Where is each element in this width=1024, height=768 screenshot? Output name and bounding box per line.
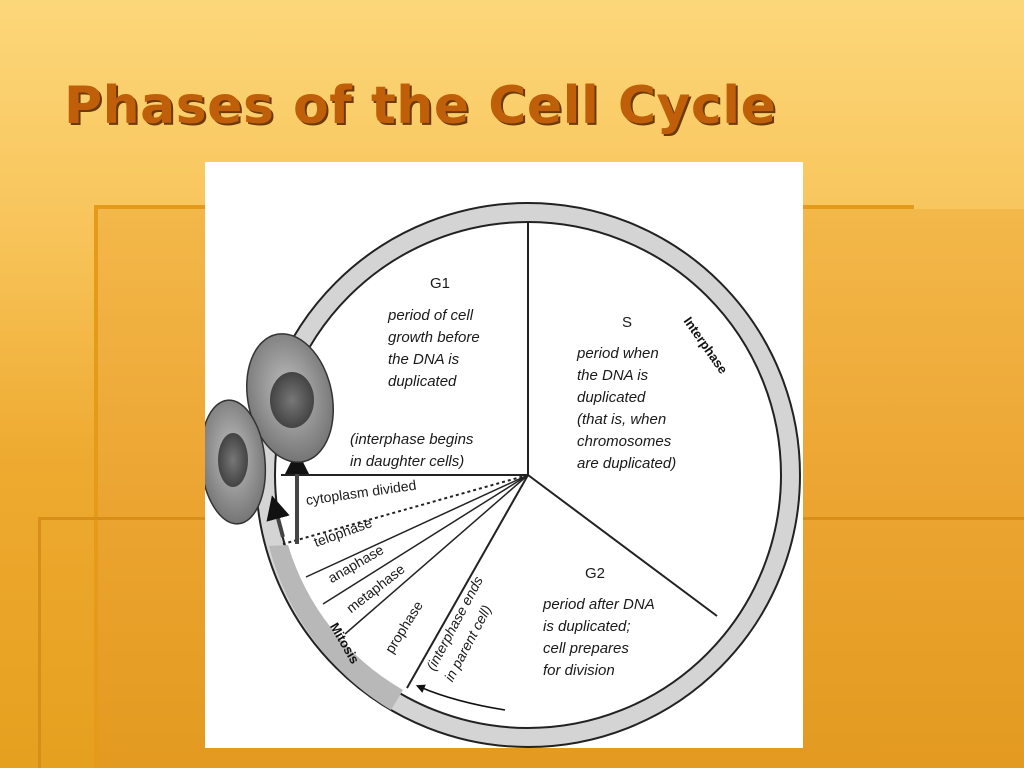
cycle-arrow [415,684,506,711]
divider-anaphase [322,474,529,605]
s-desc-2: the DNA is [577,367,649,384]
g1-note-1: (interphase begins [350,431,474,448]
s-desc-1: period when [577,345,659,362]
divider-g2-mitosis [406,474,529,689]
g2-desc-4: for division [543,662,615,679]
slide-title: Phases of the Cell Cycle [64,76,777,136]
cell-cycle-diagram [205,202,801,748]
g2-name: G2 [585,565,606,582]
s-desc-4: (that is, when [577,411,667,428]
divider-metaphase [344,474,529,635]
g1-desc-4: duplicated [388,373,457,390]
mitosis-band [269,545,403,710]
decor-line-lower-left [38,517,41,768]
g2-desc-2: is duplicated; [543,618,631,635]
divider-s-g2 [527,474,718,617]
s-desc-5: chromosomes [577,433,672,450]
g1-desc-1: period of cell [388,307,474,324]
daughter-arrow-2 [266,495,290,538]
s-name: S [622,314,633,331]
decor-line-left [94,205,98,768]
divider-telophase [305,474,529,578]
g2-desc-3: cell prepares [543,640,629,657]
daughter-cell-2 [205,399,267,525]
s-desc-3: duplicated [577,389,646,406]
g1-name: G1 [430,275,451,292]
g1-desc-2: growth before [388,329,480,346]
cell-cycle-figure: Interphase Mitosis G1 period of cell gro… [205,162,803,748]
g1-note-2: in daughter cells) [350,453,465,470]
g2-desc-1: period after DNA [543,596,655,613]
daughter-cell-1 [246,333,334,463]
divider-cytoplasm [282,474,529,545]
g1-desc-3: the DNA is [388,351,460,368]
s-desc-6: are duplicated) [577,455,677,472]
